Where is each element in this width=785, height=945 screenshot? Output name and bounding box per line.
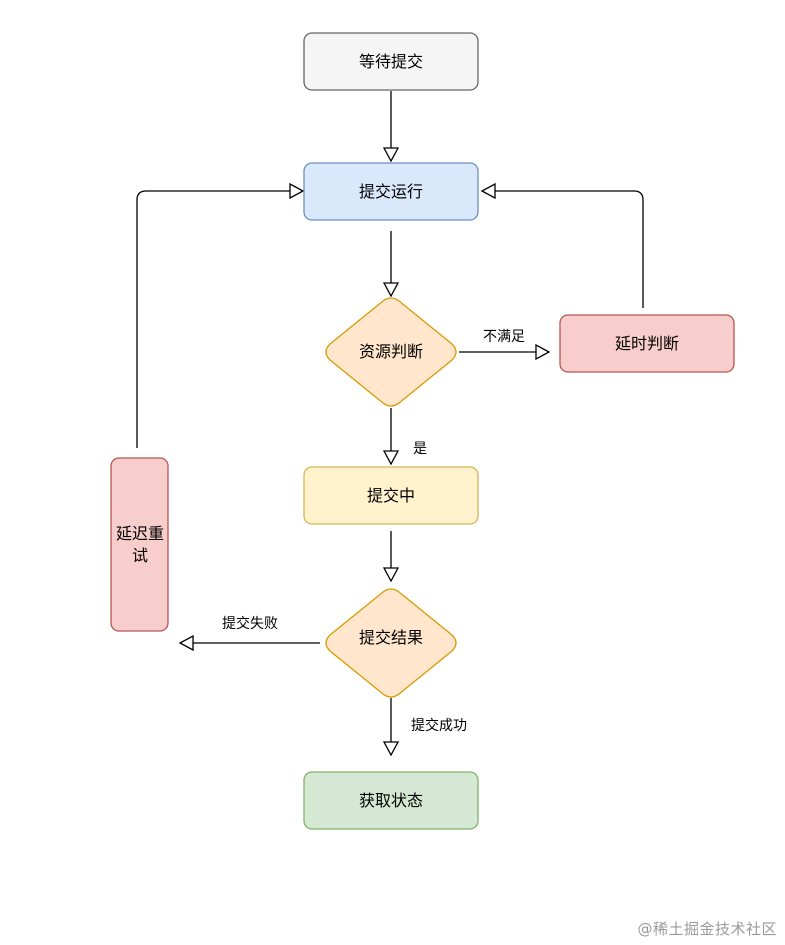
node-delay-retry-box xyxy=(111,458,168,631)
arrow-down-icon xyxy=(382,567,400,583)
node-resource-check: 资源判断 xyxy=(325,297,457,407)
arrow-down-icon xyxy=(382,282,400,298)
arrow-down-icon xyxy=(382,147,400,163)
node-delay-check-box xyxy=(560,315,734,372)
node-submit-result-shape xyxy=(326,589,456,697)
node-submit-run-label: 提交运行 xyxy=(359,182,423,201)
node-wait-submit: 等待提交 xyxy=(303,32,479,91)
node-submitting-border xyxy=(303,466,479,525)
edge-label-not-enough: 不满足 xyxy=(483,329,525,345)
node-submit-run-border xyxy=(303,162,479,221)
node-wait-submit-box xyxy=(304,33,478,90)
node-submit-result: 提交结果 xyxy=(325,588,457,698)
node-delay-retry: 延迟重 试 xyxy=(110,457,169,632)
node-wait-submit-border xyxy=(303,32,479,91)
edge-retry-to-run xyxy=(136,182,305,448)
edge-resource-to-delay xyxy=(459,343,551,361)
node-get-status-border xyxy=(303,771,479,830)
node-submit-run: 提交运行 xyxy=(303,162,479,221)
watermark: @稀土掘金技术社区 xyxy=(637,920,777,938)
node-resource-check-label: 资源判断 xyxy=(359,342,423,361)
node-get-status-label: 获取状态 xyxy=(359,791,423,810)
node-submitting-label: 提交中 xyxy=(367,486,415,505)
arrow-left-icon xyxy=(178,634,194,652)
edge-label-yes: 是 xyxy=(413,441,427,457)
node-get-status-box xyxy=(304,772,478,829)
node-delay-check-border xyxy=(559,314,735,373)
arrow-down-icon xyxy=(382,450,400,466)
edge-label-submit-success: 提交成功 xyxy=(411,717,467,734)
node-resource-check-border xyxy=(325,297,457,407)
node-delay-retry-label-line1: 延迟重 xyxy=(116,524,164,543)
arrow-down-icon xyxy=(382,741,400,757)
node-get-status: 获取状态 xyxy=(303,771,479,830)
edge-delay-to-run xyxy=(480,182,644,308)
edge-result-to-failed xyxy=(178,634,320,652)
node-wait-submit-label: 等待提交 xyxy=(359,52,423,71)
node-submit-result-label: 提交结果 xyxy=(359,628,423,647)
node-resource-check-shape xyxy=(326,298,456,406)
edge-run-to-resource xyxy=(382,231,400,298)
node-delay-check-label: 延时判断 xyxy=(615,334,679,353)
node-submit-run-box xyxy=(304,163,478,220)
node-submitting-box xyxy=(304,467,478,524)
node-delay-retry-label-line2: 试 xyxy=(132,546,148,565)
edge-wait-to-run xyxy=(382,91,400,163)
arrow-right-icon xyxy=(535,343,551,361)
edge-submitting-to-result xyxy=(382,531,400,583)
node-delay-check: 延时判断 xyxy=(559,314,735,373)
edge-resource-to-submitting xyxy=(382,408,400,466)
edge-result-to-status xyxy=(382,698,400,757)
node-delay-retry-border xyxy=(110,457,169,632)
arrow-left-icon xyxy=(480,182,496,200)
node-submitting: 提交中 xyxy=(303,466,479,525)
edge-label-submit-failed: 提交失败 xyxy=(222,615,278,632)
node-submit-result-border xyxy=(325,588,457,698)
arrow-right-icon xyxy=(289,182,305,200)
